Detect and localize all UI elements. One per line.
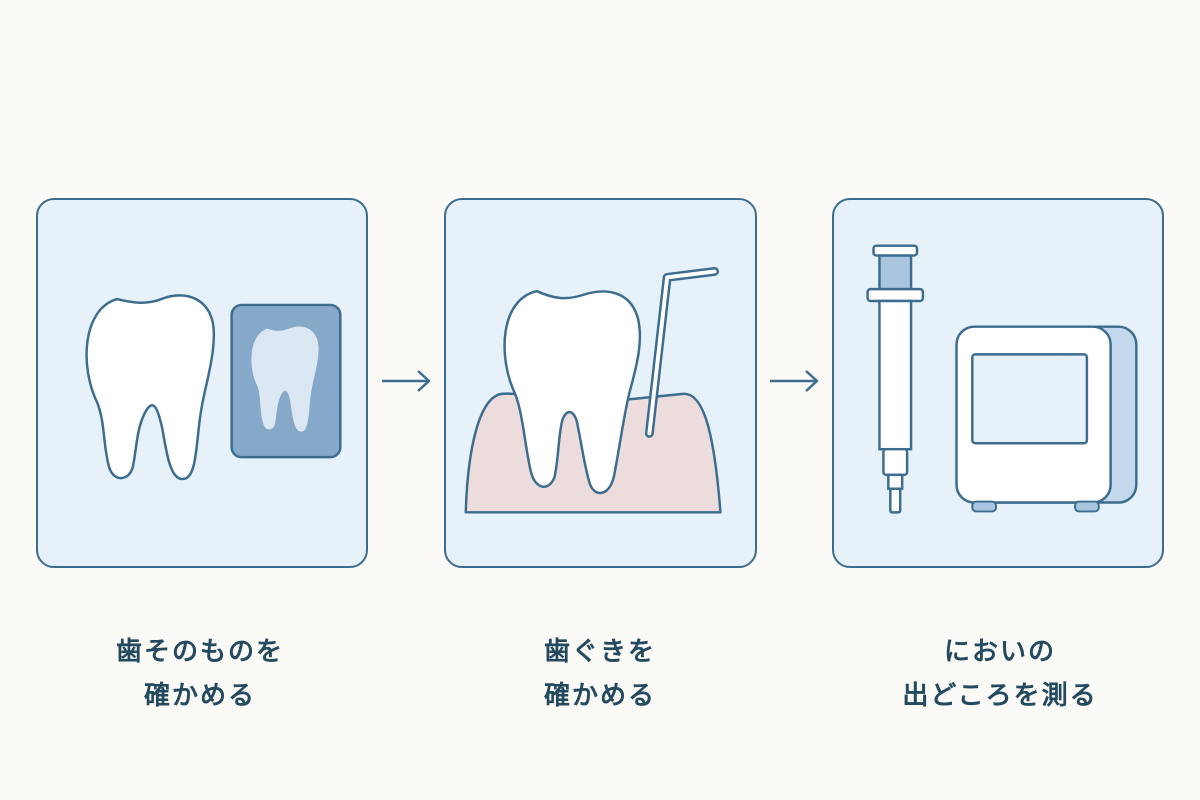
step-3-caption-line-2: 出どころを測る [902, 681, 1098, 711]
periodontal-probe-icon [644, 267, 719, 438]
arrow-right-icon [382, 370, 431, 392]
step-panel-odor-source [832, 198, 1164, 568]
step-3-illustration [866, 244, 1138, 514]
step-1-caption-line-2: 確かめる [143, 681, 256, 711]
step-2-illustration [464, 267, 722, 514]
tooth-with-gum-icon [503, 289, 642, 495]
step-2-caption-line-1: 歯ぐきを [543, 637, 656, 667]
arrow-right-icon [770, 370, 819, 392]
tooth-icon [85, 294, 216, 481]
step-2-caption-line-2: 確かめる [543, 681, 656, 711]
step-3-caption: においの 出どころを測る [830, 630, 1170, 718]
syringe-icon [866, 244, 925, 514]
step-3-caption-line-1: においの [943, 637, 1056, 667]
step-1-caption-line-1: 歯そのものを [115, 637, 284, 667]
step-2-caption: 歯ぐきを 確かめる [430, 630, 770, 718]
step-panel-tooth-check [36, 198, 368, 568]
xray-film-icon [230, 303, 342, 459]
step-1-illustration [85, 294, 342, 481]
step-1-caption: 歯そのものを 確かめる [30, 630, 370, 718]
step-panel-gum-check [444, 198, 757, 568]
breath-analyzer-icon [955, 325, 1138, 513]
